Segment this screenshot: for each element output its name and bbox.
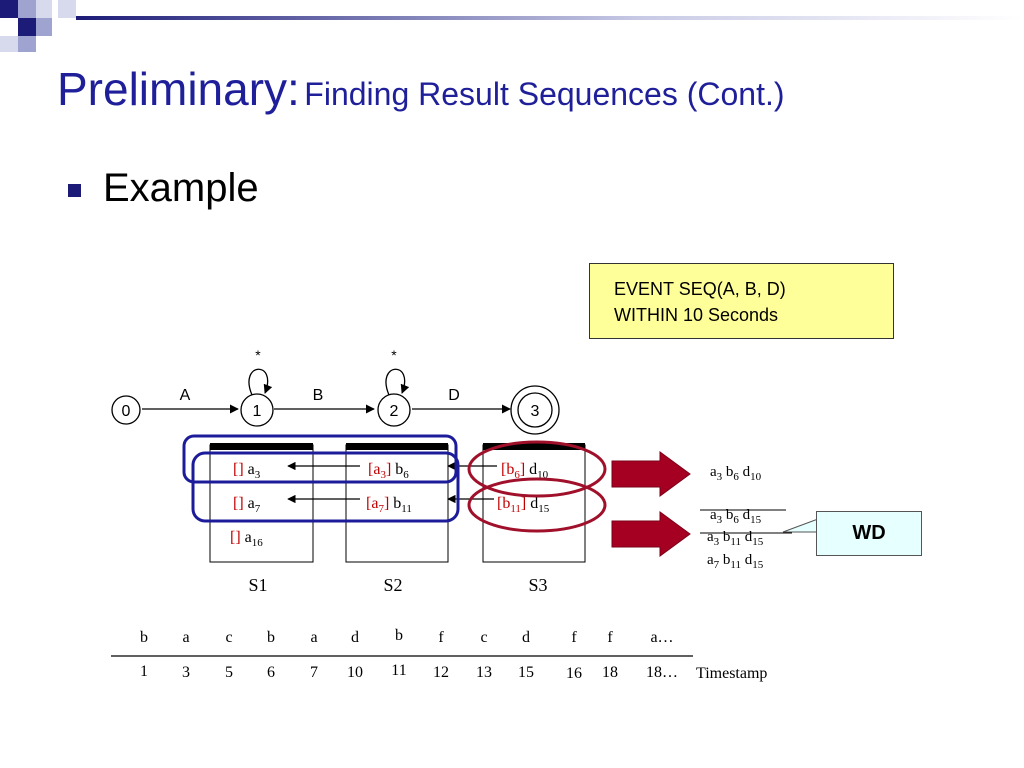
edge-label-d: D [448,387,460,404]
timeline-timestamp: 12 [433,664,449,681]
s2-entry-2: [a7] b11 [366,495,412,515]
stack-s3 [482,444,586,563]
wd-callout-pointer [782,518,819,533]
timeline-timestamp: 1 [140,663,148,680]
timeline-timestamp: 18… [646,664,678,681]
timeline-event: b [395,627,403,644]
timeline-event: f [571,629,577,646]
wd-callout: WD [816,511,922,556]
timeline-event: d [522,629,530,646]
stack-label-s1: S1 [248,575,267,595]
s3-entry-2: [b11] d15 [497,495,550,515]
timeline-timestamp: 3 [182,664,190,681]
timeline-event: b [267,629,275,646]
s2-entry-1: [a3] b6 [368,461,409,481]
query-line-1: EVENT SEQ(A, B, D) [614,279,786,299]
timeline-timestamp: 11 [391,662,406,679]
slide-title: Preliminary: Finding Result Sequences (C… [57,62,785,116]
bullet-square-icon [68,184,81,197]
stack-label-s2: S2 [383,575,402,595]
timeline-events: b a c b a d b f c d f f a… [140,627,674,646]
timeline-event: b [140,629,148,646]
block-arrow-2 [611,511,691,557]
timeline-event: a [310,629,317,646]
timeline-event: c [480,629,487,646]
result-3: a3 b11 d15 [707,529,764,548]
timeline-timestamp: 10 [347,664,363,681]
highlight-oval-1 [467,440,607,498]
state-0 [111,395,141,425]
stack-s1-top [210,443,313,450]
state-3 [517,392,553,428]
timeline-event: f [438,629,444,646]
block-arrow-1 [611,451,691,497]
result-2: a3 b6 d15 [710,507,762,526]
timeline-timestamp: 7 [310,664,318,681]
s1-entry-2: [] a7 [233,495,261,515]
timeline-event: d [351,629,359,646]
loop-label-1: * [255,347,261,363]
stack-s2-top [346,443,448,450]
loop-label-2: * [391,347,397,363]
bullet-example: Example [103,166,259,210]
timeline-event: c [225,629,232,646]
stack-label-s3: S3 [528,575,547,595]
timeline-timestamp: 15 [518,664,534,681]
self-loop-1 [248,368,273,396]
corner-decoration [0,0,1024,60]
s1-entry-3: [] a16 [230,529,263,549]
title-main: Preliminary: [57,63,300,115]
timeline-timestamp: 18 [602,664,618,681]
title-sub: Finding Result Sequences (Cont.) [304,76,785,112]
s1-entry-1: [] a3 [233,461,261,481]
stack-s3-top [483,443,585,450]
highlight-blue-2 [191,451,460,523]
query-box: EVENT SEQ(A, B, D) WITHIN 10 Seconds [589,263,894,339]
result-1: a3 b6 d10 [710,464,762,483]
query-line-2: WITHIN 10 Seconds [614,305,779,325]
state-0-label: 0 [122,403,131,420]
edge-label-b: B [313,387,324,404]
timeline-timestamp: 6 [267,664,275,681]
timeline-event: a [182,629,189,646]
timeline-axis-label: Timestamp [696,665,767,682]
timeline-event: f [607,629,613,646]
state-2-label: 2 [390,403,399,420]
highlight-oval-2 [467,477,607,533]
state-1 [240,393,274,427]
timeline-timestamp: 5 [225,664,233,681]
s3-entry-1: [b6] d10 [501,461,549,481]
stack-s2 [345,444,449,563]
state-3-label: 3 [531,403,540,420]
state-1-label: 1 [253,403,262,420]
stack-s1 [209,444,314,563]
timeline-timestamp: 13 [476,664,492,681]
timeline-timestamp: 16 [566,665,582,682]
self-loop-2 [385,368,410,396]
edge-label-a: A [180,387,191,404]
timeline-event: a… [650,629,673,646]
state-2 [377,393,411,427]
result-4: a7 b11 d15 [707,552,764,571]
